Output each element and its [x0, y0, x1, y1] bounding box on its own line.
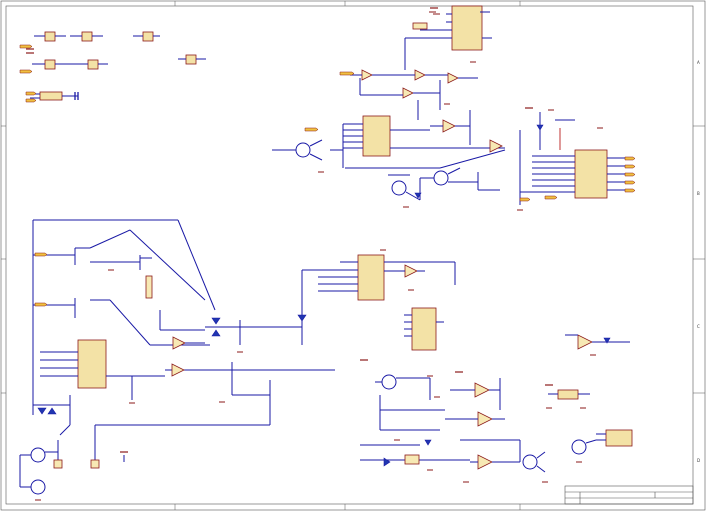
- zone-letter-b: B: [697, 191, 700, 196]
- mux-ic-cluster: [272, 110, 506, 173]
- ic-u7: [605, 429, 633, 447]
- power-ports: [26, 7, 553, 453]
- right-lower-parts: [546, 334, 633, 463]
- top-left-regulators: [19, 31, 206, 103]
- zone-letter-c: C: [697, 324, 700, 329]
- ic-u4: [357, 254, 385, 301]
- ic-u6: [77, 339, 107, 389]
- center-mux-ic: [318, 249, 456, 351]
- zone-letter-a: A: [697, 60, 700, 65]
- title-block: [564, 485, 694, 505]
- left-lower-ic: [19, 339, 335, 501]
- transistor-stage: [388, 167, 500, 208]
- zone-letters: A B C D: [697, 60, 700, 463]
- connector-ic-cluster: [517, 109, 636, 211]
- lower-output-stage: [360, 374, 548, 483]
- upper-amplifier-cluster: [339, 5, 492, 120]
- zone-letter-d: D: [697, 458, 700, 463]
- ic-u2: [362, 115, 391, 157]
- left-input-network: [32, 219, 350, 415]
- ic-u3: [574, 149, 608, 199]
- ic-u5: [411, 307, 437, 351]
- ic-u1: [451, 5, 483, 51]
